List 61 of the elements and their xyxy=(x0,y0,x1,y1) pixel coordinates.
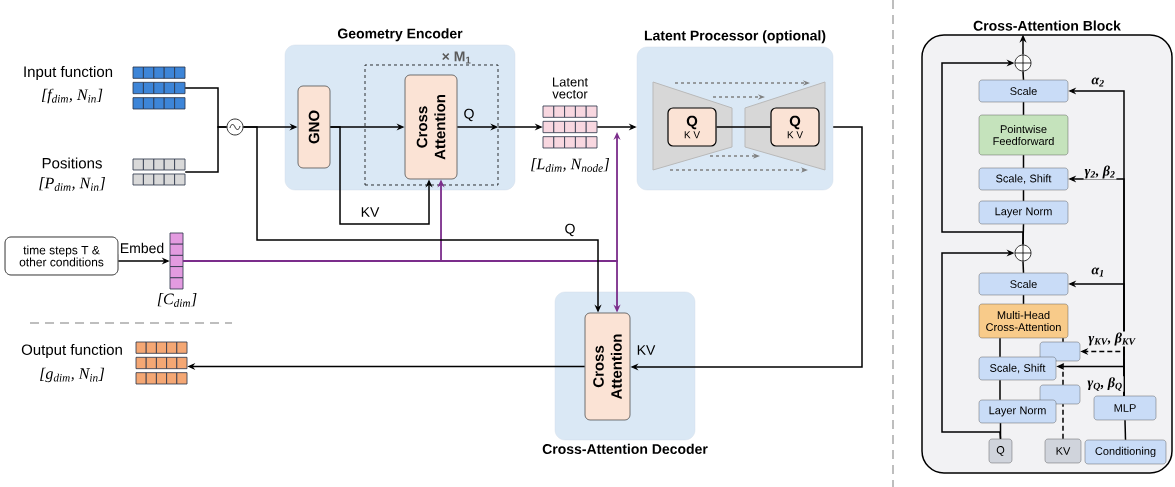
connector xyxy=(1062,337,1064,343)
dimension-label: [f$_{dim}$, N$_{in}$] xyxy=(41,88,103,104)
connector xyxy=(1022,154,1025,169)
connector xyxy=(715,126,772,128)
process-box: Conditioning xyxy=(1084,439,1167,465)
edge-label: Q xyxy=(563,222,577,238)
arrow xyxy=(941,59,1024,246)
dimension-label: [L$_{dim}$, N$_{node}$] xyxy=(531,158,610,172)
edge-label: Embed xyxy=(118,241,166,255)
attention-box: Cross Attention xyxy=(584,312,631,421)
connector xyxy=(999,337,1001,358)
dimension-label: [g$_{dim}$, N$_{in}$] xyxy=(40,367,105,383)
dimension-label: [C$_{dim}$] xyxy=(157,293,197,307)
process-box: Pointwise Feedforward xyxy=(978,114,1069,156)
connector xyxy=(1022,189,1025,202)
connector xyxy=(1022,260,1025,274)
edge-label: α$_{1}$ xyxy=(1090,266,1106,278)
process-box: Layer Norm xyxy=(978,200,1069,225)
dimension-label: [P$_{dim}$, N$_{in}$] xyxy=(39,177,105,191)
edge-label: α$_{2}$ xyxy=(1090,76,1106,88)
node-label: Cross-Attention Block xyxy=(973,20,1121,31)
process-box: Multi-Head Cross-Attention xyxy=(978,303,1069,339)
attention-box: Cross Attention xyxy=(404,74,458,180)
connector xyxy=(1022,70,1025,81)
tensor-label: Output function xyxy=(21,344,122,358)
edge-label: KV xyxy=(359,206,381,218)
tensor-grid xyxy=(132,158,186,186)
process-box: GNO xyxy=(297,85,331,169)
node-label: × M$_{1}$ xyxy=(442,51,471,64)
process-box: Scale xyxy=(978,79,1069,103)
tensor-label: Input function xyxy=(24,66,113,80)
process-box: KV xyxy=(1044,438,1082,464)
process-box: Q xyxy=(988,438,1013,464)
edge-label: γ$_{Q}$, β$_{Q}$ xyxy=(1086,376,1124,392)
node-label: Latent Processor (optional) xyxy=(644,30,826,44)
tensor-grid xyxy=(169,232,184,290)
node-label: Geometry Encoder xyxy=(337,28,463,42)
connector xyxy=(1022,294,1025,305)
edge-label: KV xyxy=(635,344,657,356)
process-box: Scale xyxy=(978,272,1069,296)
input-box: time steps T & other conditions xyxy=(4,236,119,276)
stacked-box xyxy=(1039,384,1081,405)
tensor-grid xyxy=(135,341,188,385)
tensor-label: Latent vector xyxy=(552,77,588,99)
process-box: Layer Norm xyxy=(978,399,1057,424)
sum-circle xyxy=(1014,244,1032,262)
tensor-grid xyxy=(132,66,186,110)
connector xyxy=(1062,403,1064,440)
process-box: Scale, Shift xyxy=(978,356,1057,381)
mixing-junction xyxy=(226,118,244,136)
connector xyxy=(184,126,228,173)
sum-circle xyxy=(1014,54,1032,72)
process-box: MLP xyxy=(1093,395,1157,421)
stacked-box xyxy=(1039,341,1081,362)
connector xyxy=(1124,419,1127,441)
connector xyxy=(999,379,1001,401)
connector xyxy=(1022,101,1025,116)
tensor-label: Positions xyxy=(42,157,102,169)
process-box: Scale, Shift xyxy=(978,167,1069,191)
node-label: Cross-Attention Decoder xyxy=(542,443,708,455)
tensor-grid xyxy=(542,105,598,149)
